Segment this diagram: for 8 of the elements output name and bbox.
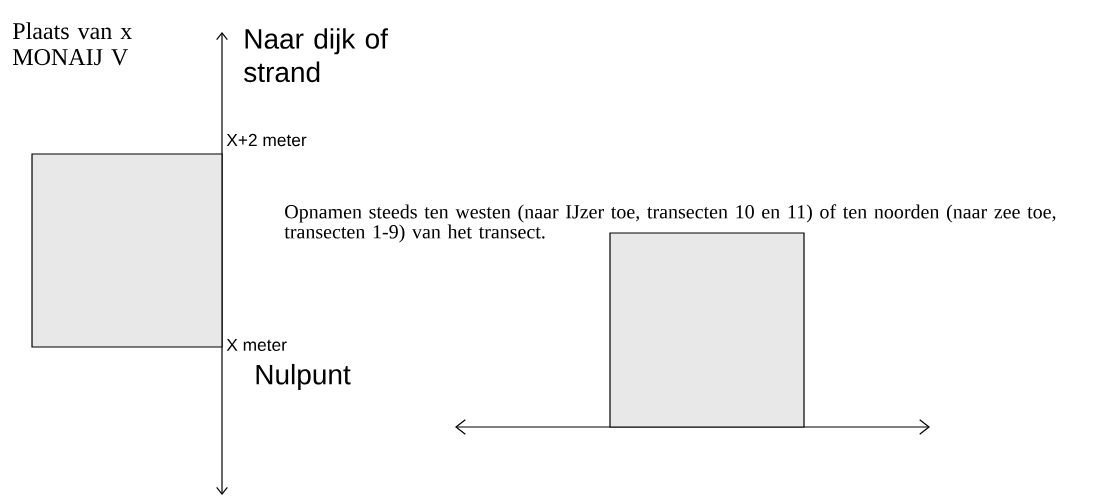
location-label: Plaats van x MONAIJ V [12,22,132,66]
quadrat-box [31,153,223,348]
axis-label: X meter [226,338,287,352]
axis-label: X+2 meter [226,133,307,147]
note-text: Opnamen steeds ten westen (naar IJzer toe, transecten 10 en 11) of ten noorden (naar zee toe, transecten 1-9) van het transect. [284,204,1056,243]
origin-label: Nulpunt [256,363,351,391]
direction-label: Naar dijk of strand [244,28,388,83]
quadrat-box [609,232,805,428]
